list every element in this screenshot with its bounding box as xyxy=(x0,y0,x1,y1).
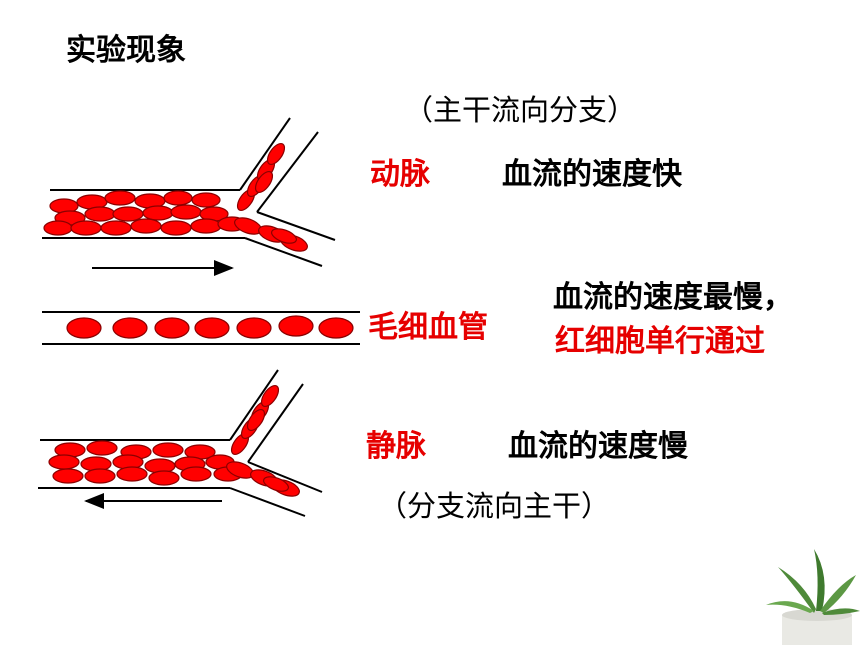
red-blood-cell xyxy=(190,218,222,234)
capillary-red-cells xyxy=(66,315,354,339)
red-blood-cell xyxy=(66,317,102,339)
artery-red-cells xyxy=(43,142,308,252)
red-blood-cell xyxy=(191,192,221,208)
vein-flow-note: （分支流向主干） xyxy=(378,489,611,523)
red-blood-cell xyxy=(154,317,190,339)
vein-red-cells xyxy=(48,384,300,497)
red-blood-cell xyxy=(148,470,180,486)
red-blood-cell xyxy=(86,440,118,456)
artery-flow-note: （主干流向分支） xyxy=(404,93,637,127)
artery-speed: 血流的速度快 xyxy=(502,157,682,192)
capillary-vessel xyxy=(42,311,360,345)
red-blood-cell xyxy=(260,384,280,408)
vein-speed: 血流的速度慢 xyxy=(508,429,688,464)
capillary-speed-line1: 血流的速度最慢， xyxy=(553,280,793,315)
red-blood-cell xyxy=(271,228,297,244)
red-blood-cell xyxy=(84,468,116,484)
capillary-label: 毛细血管 xyxy=(368,310,488,345)
red-blood-cell xyxy=(160,220,192,236)
red-blood-cell xyxy=(263,476,289,492)
artery-label: 动脉 xyxy=(370,157,430,192)
red-blood-cell xyxy=(194,317,230,339)
red-blood-cell xyxy=(170,204,202,220)
red-blood-cell xyxy=(104,190,136,206)
red-blood-cell xyxy=(266,142,286,166)
red-blood-cell xyxy=(100,220,132,236)
red-blood-cell xyxy=(112,317,148,339)
red-blood-cell xyxy=(70,220,102,236)
vein-label: 静脉 xyxy=(366,429,426,464)
red-blood-cell xyxy=(112,206,144,222)
red-blood-cell xyxy=(254,170,274,194)
red-blood-cell xyxy=(180,466,212,482)
red-blood-cell xyxy=(236,317,272,339)
potted-plant-image xyxy=(766,549,860,645)
capillary-speed-line2: 红细胞单行通过 xyxy=(555,324,765,359)
red-blood-cell xyxy=(130,218,162,234)
red-blood-cell xyxy=(246,408,266,432)
red-blood-cell xyxy=(84,206,116,222)
red-blood-cell xyxy=(163,190,193,206)
red-blood-cell xyxy=(48,454,80,470)
slide-title: 实验现象 xyxy=(66,33,186,68)
red-blood-cell xyxy=(318,317,354,339)
red-blood-cell xyxy=(142,205,174,221)
red-blood-cell xyxy=(278,315,314,337)
red-blood-cell xyxy=(52,468,84,484)
red-blood-cell xyxy=(116,466,148,482)
artery-vessel xyxy=(42,117,336,267)
vein-vessel xyxy=(38,369,323,517)
red-blood-cell xyxy=(152,442,184,458)
red-blood-cell xyxy=(43,220,73,236)
